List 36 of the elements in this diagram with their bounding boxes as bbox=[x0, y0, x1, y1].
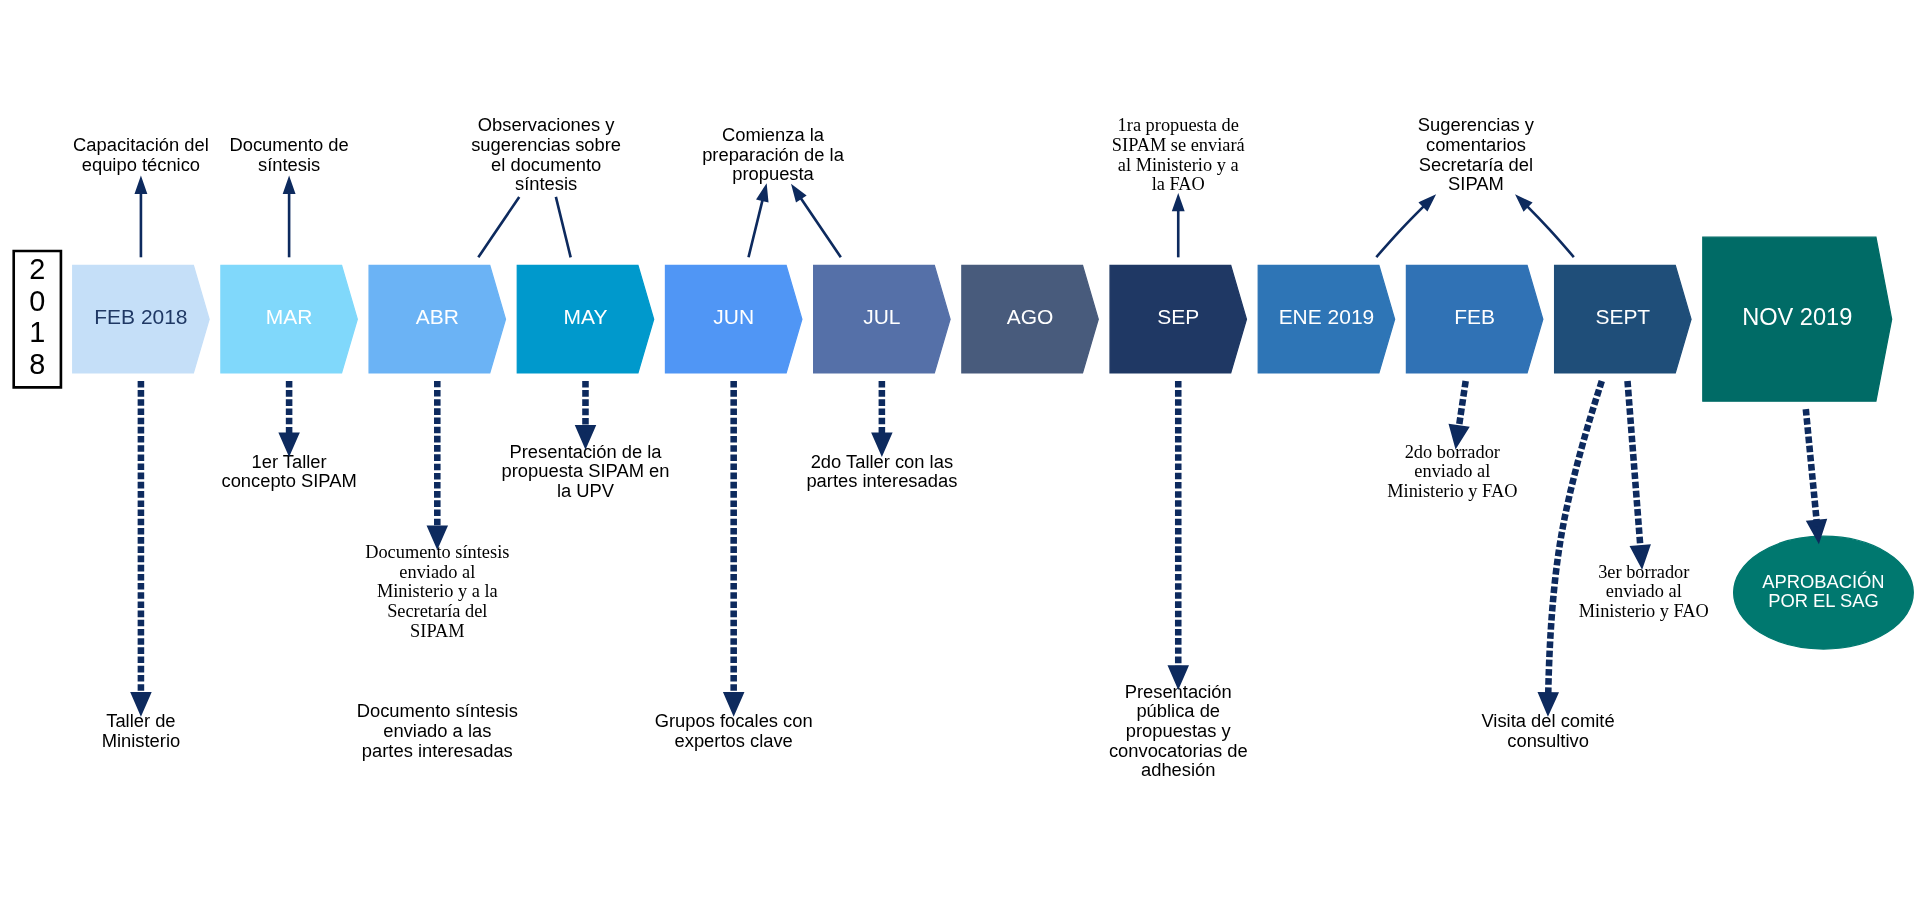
arrow bbox=[871, 380, 893, 457]
arrow bbox=[1171, 192, 1185, 258]
arrow bbox=[282, 175, 296, 258]
node-text: 2do borrador enviado al Ministerio y FAO bbox=[1387, 441, 1518, 502]
arrow bbox=[278, 380, 300, 458]
arrow bbox=[134, 175, 148, 258]
node-text: 1er Taller concepto SIPAM bbox=[221, 450, 357, 492]
node-text: Taller de Ministerio bbox=[101, 710, 181, 751]
node-text: 1ra propuesta de SIPAM se enviará al Ministerio y a la FAO bbox=[1111, 115, 1245, 195]
arrow bbox=[1624, 380, 1651, 570]
node-text: Capacitación del equipo técnico bbox=[73, 133, 209, 175]
node-box: 2018 bbox=[12, 249, 63, 389]
node-ellipse: APROBACIÓN POR EL SAG bbox=[1732, 535, 1914, 650]
arrow bbox=[1375, 194, 1437, 258]
arrow bbox=[1537, 380, 1605, 717]
arrow bbox=[747, 183, 769, 258]
node-text: 3er borrador enviado al Ministerio y FAO bbox=[1578, 561, 1709, 622]
node-text: Observaciones y sugerencias sobre el documento síntesis bbox=[471, 114, 622, 195]
node-text: Grupos focales con expertos clave bbox=[654, 710, 813, 751]
arrow bbox=[574, 380, 597, 450]
node-text: Visita del comité consultivo bbox=[1481, 710, 1615, 751]
connector bbox=[554, 196, 572, 258]
node-text: Comienza la preparación de la propuesta bbox=[702, 124, 844, 185]
node-text: Presentación pública de propuestas y convocatorias de adhesión bbox=[1108, 680, 1248, 781]
connector bbox=[477, 196, 521, 259]
arrow bbox=[1515, 194, 1575, 258]
arrow bbox=[1802, 408, 1828, 545]
arrow bbox=[1448, 380, 1470, 450]
node-text: 2do Taller con las partes interesadas bbox=[806, 450, 958, 492]
arrow bbox=[791, 183, 842, 258]
node-text: Sugerencias y comentarios Secretaría del SIPAM bbox=[1417, 114, 1535, 195]
node-text: Presentación de la propuesta SIPAM en la UPV bbox=[501, 440, 670, 502]
node-text: Documento de síntesis bbox=[229, 133, 349, 175]
arrow bbox=[426, 380, 449, 551]
node-text: Documento síntesis enviado al Ministerio y a la Secretaría del SIPAM bbox=[365, 542, 510, 641]
node-label: Documento síntesis enviado a las partes interesadas bbox=[356, 700, 518, 761]
